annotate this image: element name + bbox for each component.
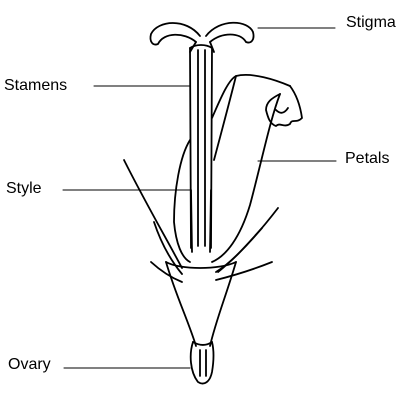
ovary-shape <box>191 342 214 384</box>
label-stigma: Stigma <box>346 15 396 31</box>
label-ovary: Ovary <box>8 357 51 373</box>
receptacle <box>166 262 236 346</box>
leader-lines <box>63 28 336 368</box>
stamens-column <box>190 45 212 248</box>
style-shape <box>191 190 211 252</box>
label-style: Style <box>6 181 42 197</box>
sepals <box>124 160 278 282</box>
stigma-shape <box>150 23 253 52</box>
label-petals: Petals <box>345 151 389 167</box>
petal-left <box>174 140 190 262</box>
label-stamens: Stamens <box>4 78 67 94</box>
